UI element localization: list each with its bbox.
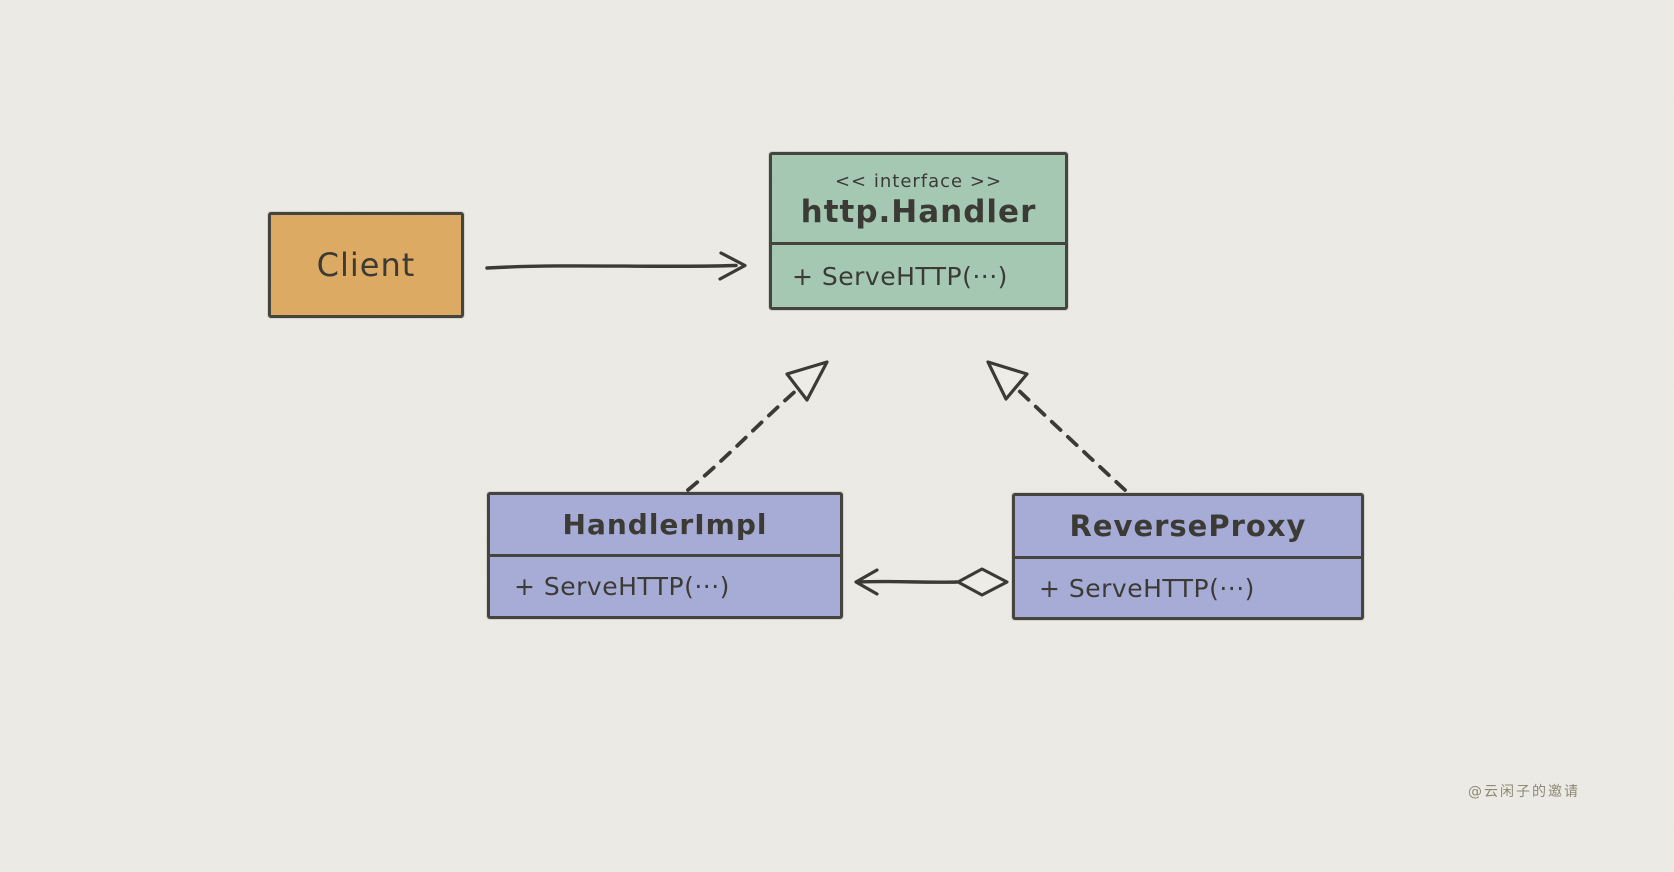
handler-impl-name: HandlerImpl [562, 508, 768, 541]
interface-method: + ServeHTTP(···) [792, 261, 1008, 291]
client-node: Client [268, 212, 464, 318]
reverse-proxy-node: ReverseProxy + ServeHTTP(···) [1012, 493, 1364, 620]
reverse-proxy-name: ReverseProxy [1069, 509, 1307, 543]
reverse-proxy-method: + ServeHTTP(···) [1039, 574, 1255, 603]
interface-header: << interface >> http.Handler [772, 155, 1065, 245]
edge-realization-reverseproxy-to-httphandler [986, 360, 1127, 492]
http-handler-interface-node: << interface >> http.Handler + ServeHTTP… [769, 152, 1068, 310]
handler-impl-method: + ServeHTTP(···) [514, 572, 730, 601]
client-label: Client [316, 246, 416, 284]
interface-stereotype: << interface >> [834, 171, 1003, 192]
watermark: @云闲子的邀请 [1468, 784, 1580, 800]
handler-impl-header: HandlerImpl [490, 495, 840, 557]
edge-association-client-to-httphandler [485, 251, 747, 281]
handler-impl-node: HandlerImpl + ServeHTTP(···) [487, 492, 843, 619]
edge-realization-handlerimpl-to-httphandler [686, 360, 829, 492]
reverse-proxy-header: ReverseProxy [1015, 496, 1361, 559]
edge-aggregation-reverseproxy-to-handlerimpl [854, 567, 1009, 597]
interface-name: http.Handler [800, 194, 1037, 230]
